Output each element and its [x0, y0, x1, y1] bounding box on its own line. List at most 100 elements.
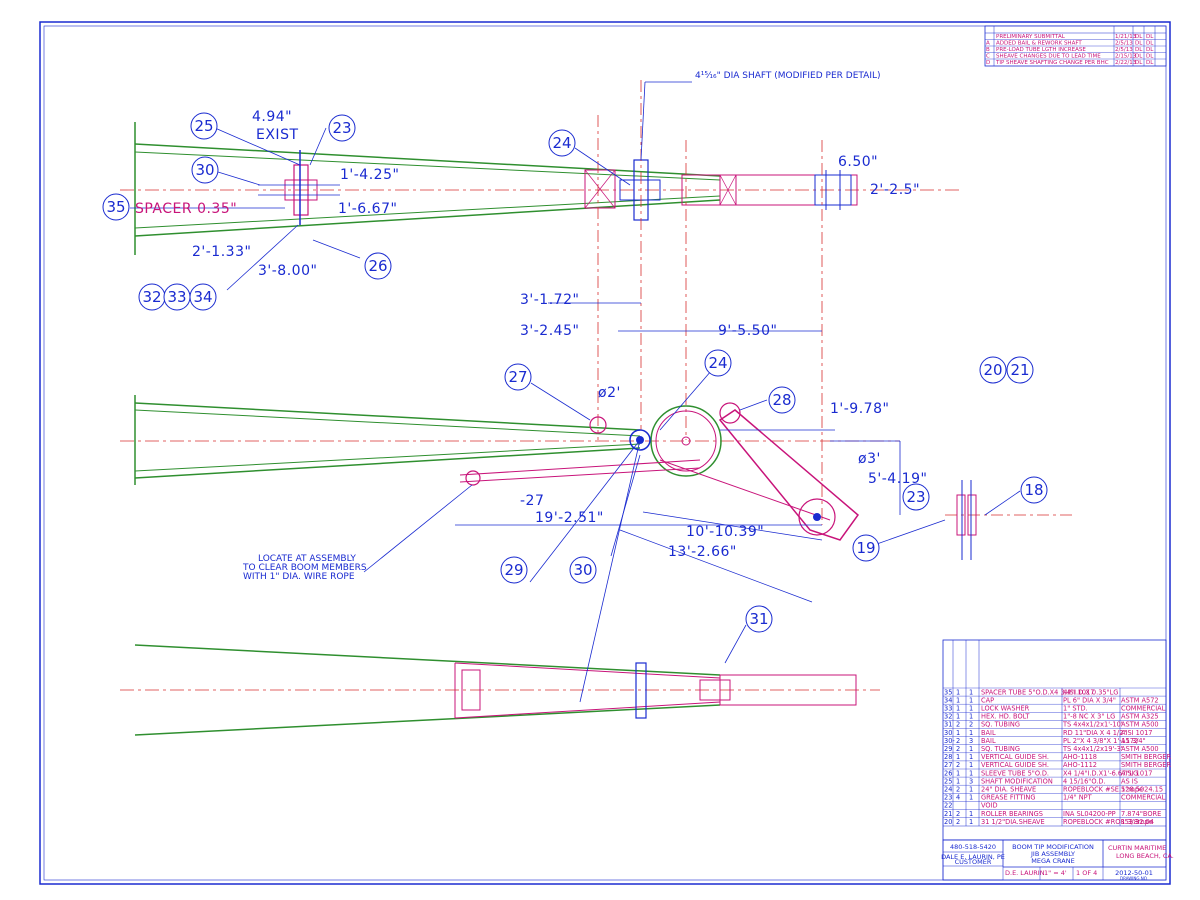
- bom-mat: 1/4" NPT: [1063, 794, 1093, 802]
- tb-company-city: LONG BEACH, CA.: [1116, 852, 1174, 860]
- revision-by: DL: [1135, 41, 1143, 47]
- dim-13ft-2-66: 13'-2.66": [668, 544, 737, 560]
- bom-mat: AHO-1112: [1063, 761, 1097, 769]
- callout-19: 19: [856, 539, 875, 557]
- bom-req: 1: [969, 713, 973, 721]
- exist-label: EXIST: [256, 127, 299, 143]
- bom-qty: 1: [956, 696, 960, 704]
- bom-desc: SLEEVE TUBE 5"O.D.: [981, 769, 1049, 777]
- bom-spec: AISI 1017: [1121, 769, 1152, 777]
- bom-req: 1: [969, 688, 973, 696]
- exist-dimension: 4.94": [252, 109, 292, 125]
- bom-qty: 1: [956, 769, 960, 777]
- revision-rev: D: [986, 60, 990, 66]
- top-view: [120, 122, 960, 255]
- tb-dwg-label: DRAWING NO.: [1120, 876, 1148, 881]
- dimension-lines: [130, 81, 1021, 703]
- dim-1ft-6-67: 1'-6.67": [338, 201, 397, 217]
- bom-desc: LOCK WASHER: [981, 705, 1030, 713]
- bom-spec: 1"rope: [1121, 786, 1143, 794]
- callout-28: 28: [772, 391, 791, 409]
- dim-5ft-4-19: 5'-4.19": [868, 471, 927, 487]
- bom-desc: SPACER TUBE 5"O.D.X4 3/4"I.D.X 0.35"LG: [981, 688, 1118, 696]
- bom-item: 25: [944, 777, 952, 785]
- bom-mat: ROPEBLOCK #SE.528.5024.15: [1063, 786, 1163, 794]
- bom-mat: AHO-1118: [1063, 753, 1097, 761]
- callout-25: 25: [194, 117, 213, 135]
- bom-desc: SHAFT MODIFICATION: [981, 777, 1053, 785]
- bom-req: 1: [969, 818, 973, 826]
- bom-spec: ASTM A325: [1121, 713, 1159, 721]
- callout-30-side: 30: [573, 561, 592, 579]
- bom-qty: 2: [956, 761, 960, 769]
- bom-req: 1: [969, 696, 973, 704]
- callout-20: 20: [983, 361, 1002, 379]
- callout-33: 33: [167, 288, 186, 306]
- bom-item: 27: [944, 761, 952, 769]
- tb-title-1: BOOM TIP MODIFICATION: [1012, 843, 1094, 851]
- callout-35: 35: [106, 198, 125, 216]
- spacer-label: SPACER 0.35": [135, 201, 237, 217]
- outer-border: [39, 21, 1171, 885]
- bom-req: 1: [969, 810, 973, 818]
- callout-18: 18: [1024, 481, 1043, 499]
- revision-chk: DL: [1146, 41, 1154, 47]
- bom-mat: INA SL04200-PP: [1063, 810, 1116, 818]
- bom-item: 32: [944, 713, 952, 721]
- reference-lines: [597, 80, 823, 525]
- bom-spec: 1 3/8rope: [1121, 818, 1153, 826]
- bom-desc: SQ. TUBING: [981, 721, 1020, 729]
- tb-title-3: MEGA CRANE: [1031, 857, 1074, 865]
- bom-qty: 2: [956, 737, 960, 745]
- bom-mat: RD 11"DIA X 4 1/2": [1063, 729, 1126, 737]
- revision-rev: C: [986, 54, 990, 60]
- callout-29: 29: [504, 561, 523, 579]
- dim-1ft-4-25: 1'-4.25": [340, 167, 399, 183]
- bom-qty: 2: [956, 810, 960, 818]
- bom-desc: VERTICAL GUIDE SH.: [981, 761, 1049, 769]
- dim-dia-3ft: ø3': [858, 451, 881, 467]
- callout-21: 21: [1010, 361, 1029, 379]
- tb-company: CURTIN MARITIME: [1108, 844, 1166, 852]
- bom-desc: ROLLER BEARINGS: [981, 810, 1043, 818]
- dim-3ft-8-00: 3'-8.00": [258, 263, 317, 279]
- bom-item: 30-: [944, 737, 955, 745]
- bom-mat: X4 1/4"I.D.X1'-6.67"LG: [1063, 769, 1138, 777]
- bom-req: 3: [969, 737, 973, 745]
- callout-24-top: 24: [552, 134, 571, 152]
- bom-desc: SQ. TUBING: [981, 745, 1020, 753]
- bom-req: 1: [969, 761, 973, 769]
- bom-item: 30: [944, 729, 952, 737]
- bom-spec: 7.874"BORE: [1121, 810, 1161, 818]
- bom-spec: COMMERCIAL: [1121, 794, 1166, 802]
- bom-qty: 1: [956, 729, 960, 737]
- bom-desc: 31 1/2"DIA.SHEAVE: [981, 818, 1045, 826]
- revision-chk: DL: [1146, 47, 1154, 53]
- bom-qty: 1: [956, 713, 960, 721]
- side-view: [120, 395, 1075, 560]
- bom-item: 33: [944, 705, 952, 713]
- bom-qty: 1: [956, 753, 960, 761]
- bom-item: 20: [944, 818, 952, 826]
- bom-mat: TS 4x4x1/2x19'-3": [1062, 745, 1124, 753]
- tb-scale: 1" = 4': [1044, 869, 1067, 877]
- tb-customer-label: CUSTOMER: [955, 858, 992, 866]
- bom-spec: COMMERCIAL: [1121, 705, 1166, 713]
- dim-3ft-2-45: 3'-2.45": [520, 323, 579, 339]
- callout-23-side: 23: [906, 488, 925, 506]
- callout-32: 32: [142, 288, 161, 306]
- revision-by: DL: [1135, 47, 1143, 53]
- bom-desc: CAP: [981, 696, 994, 704]
- bom-qty: 4: [956, 794, 960, 802]
- callout-23: 23: [332, 119, 351, 137]
- bom-mat: TS 4x4x1/2x1'-10": [1062, 721, 1124, 729]
- revision-date: 2/5/13: [1115, 47, 1133, 53]
- callout-31: 31: [749, 610, 768, 628]
- tb-customer-name: DALE E. LAURIN, PE: [941, 853, 1005, 861]
- bom-spec: ASTM A572: [1121, 696, 1159, 704]
- bom-item: 34: [944, 696, 952, 704]
